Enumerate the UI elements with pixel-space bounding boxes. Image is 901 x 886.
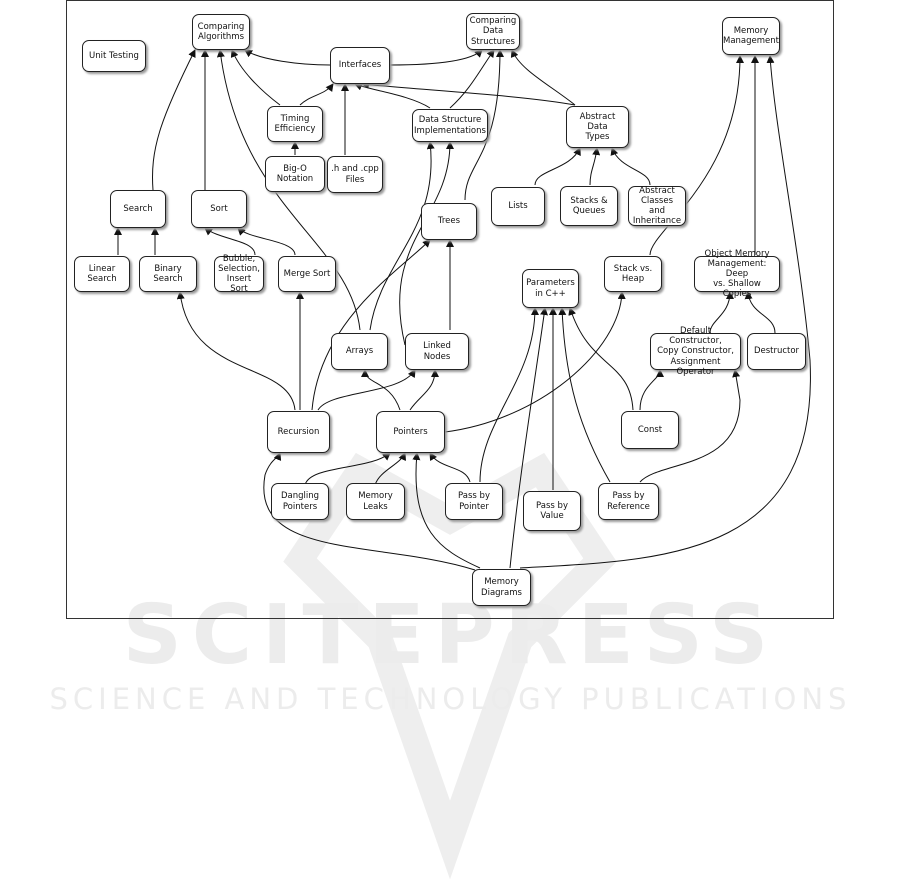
edge-recursion-to-linked bbox=[317, 369, 416, 411]
edge-const-to-default bbox=[639, 369, 664, 411]
edge-trees-to-ds bbox=[464, 49, 504, 201]
edge-linked-to-dsimpl bbox=[399, 141, 454, 346]
edge-dsimpl-to-ds bbox=[449, 49, 495, 109]
edge-merge-to-sort bbox=[237, 227, 296, 256]
node-pass-by-reference: Pass by Reference bbox=[598, 483, 659, 520]
node-unit-testing: Unit Testing bbox=[82, 40, 146, 72]
node-default-constructor: Default Constructor, Copy Constructor, A… bbox=[650, 326, 741, 377]
node-memory-management: Memory Management bbox=[722, 17, 780, 55]
node-timing-efficiency: Timing Efficiency bbox=[267, 106, 323, 142]
edge-stackheap-to-memmgmt bbox=[649, 55, 744, 256]
edge-destructor-to-objmem bbox=[744, 291, 776, 334]
node-lists: Lists bbox=[491, 187, 545, 226]
node-const: Const bbox=[621, 411, 679, 449]
edge-search-to-algorithms bbox=[152, 49, 196, 191]
node-arrays: Arrays bbox=[331, 333, 388, 370]
node-linear-search: Linear Search bbox=[74, 256, 130, 292]
node-h-cpp-files: .h and .cpp Files bbox=[327, 156, 383, 193]
edge-bubble-to-sort bbox=[204, 227, 256, 256]
edge-arrays-to-algorithms bbox=[216, 49, 361, 331]
node-stack-vs-heap: Stack vs. Heap bbox=[604, 256, 662, 292]
edge-memdiag-to-params bbox=[509, 307, 548, 569]
edge-pointers-to-arrays bbox=[361, 369, 401, 411]
edge-leaks-to-pointers bbox=[374, 452, 406, 486]
diagram-frame bbox=[66, 0, 834, 619]
node-comparing-data-structures: Comparing Data Structures bbox=[466, 13, 520, 50]
node-dangling-pointers: Dangling Pointers bbox=[271, 483, 329, 520]
node-pass-by-value: Pass by Value bbox=[523, 491, 581, 531]
edge-const-to-params bbox=[568, 307, 634, 411]
node-linked-nodes: Linked Nodes bbox=[405, 333, 469, 370]
edge-timing-to-interfaces bbox=[299, 83, 334, 106]
node-memory-leaks: Memory Leaks bbox=[346, 483, 405, 520]
edge-pointers-to-stackheap bbox=[444, 291, 626, 433]
edge-lists-to-adt bbox=[534, 147, 581, 186]
node-data-structure-implementations: Data Structure Implementations bbox=[412, 109, 488, 142]
edge-passptr-to-params bbox=[479, 307, 539, 483]
node-trees: Trees bbox=[421, 203, 477, 240]
edge-recursion-to-trees bbox=[311, 239, 431, 411]
node-interfaces: Interfaces bbox=[330, 47, 390, 84]
node-parameters-in-cpp: Parameters in C++ bbox=[522, 269, 579, 308]
node-search: Search bbox=[110, 190, 166, 228]
node-destructor: Destructor bbox=[747, 333, 806, 370]
node-stacks-queues: Stacks & Queues bbox=[560, 186, 618, 226]
node-merge-sort: Merge Sort bbox=[278, 256, 336, 292]
edge-pointers-to-linked bbox=[409, 369, 439, 411]
edge-passref-to-default bbox=[639, 369, 741, 483]
node-memory-diagrams: Memory Diagrams bbox=[472, 569, 531, 606]
edge-interfaces-to-ds bbox=[389, 49, 483, 66]
node-pointers: Pointers bbox=[376, 411, 445, 453]
edge-stacks-to-adt bbox=[589, 147, 601, 186]
node-recursion: Recursion bbox=[267, 411, 330, 453]
edge-arrays-to-dsimpl bbox=[369, 141, 435, 331]
edge-abstract-to-adt bbox=[610, 147, 651, 186]
edge-dangling-to-pointers bbox=[304, 452, 391, 486]
edge-memdiag-to-pointers bbox=[412, 452, 481, 569]
edge-adt-to-interfaces bbox=[361, 80, 576, 106]
edge-recursion-to-binary bbox=[176, 291, 296, 411]
edge-timing-to-algorithms bbox=[230, 49, 281, 106]
edge-adt-to-ds bbox=[510, 49, 576, 106]
node-sort: Sort bbox=[191, 190, 247, 228]
node-big-o-notation: Big-O Notation bbox=[265, 156, 325, 192]
node-bubble-selection-insert-sort: Bubble, Selection, Insert Sort bbox=[214, 254, 264, 294]
node-abstract-data-types: Abstract Data Types bbox=[566, 106, 629, 148]
node-pass-by-pointer: Pass by Pointer bbox=[445, 483, 503, 520]
watermark-subtitle: SCIENCE AND TECHNOLOGY PUBLICATIONS bbox=[49, 682, 852, 716]
node-binary-search: Binary Search bbox=[139, 256, 197, 292]
node-comparing-algorithms: Comparing Algorithms bbox=[192, 14, 250, 50]
node-object-memory-management: Object Memory Management: Deep vs. Shall… bbox=[694, 249, 780, 299]
edge-passptr-to-pointers bbox=[429, 452, 471, 483]
edge-interfaces-to-algorithms bbox=[244, 49, 331, 66]
edge-memdiag-to-memmgmt bbox=[519, 55, 811, 569]
edge-dsimpl-to-interfaces bbox=[354, 82, 431, 109]
edge-default-to-objmem bbox=[709, 291, 734, 334]
node-abstract-classes: Abstract Classes and Inheritance bbox=[628, 186, 686, 226]
watermark-title: SCITEPRESS bbox=[122, 588, 779, 683]
edge-passref-to-params bbox=[558, 307, 611, 483]
